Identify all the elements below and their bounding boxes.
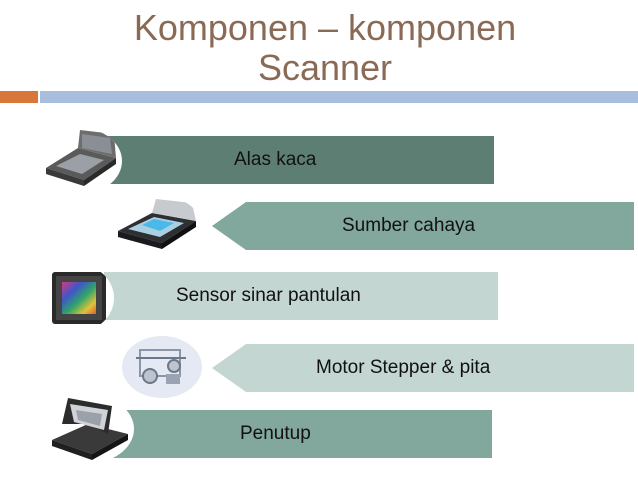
- scanner-light-icon: [112, 195, 202, 259]
- slide-title-line1: Komponen – komponen: [133, 7, 517, 48]
- slide-title-line2: Scanner: [257, 47, 393, 88]
- title-rule: [40, 91, 638, 103]
- component-bar-sumber-cahaya: Sumber cahaya: [212, 202, 634, 250]
- component-bar-motor: Motor Stepper & pita: [212, 344, 634, 392]
- component-label: Alas kaca: [234, 149, 317, 170]
- component-label: Sensor sinar pantulan: [176, 285, 361, 306]
- scanner-lid-icon: [38, 394, 134, 464]
- component-label: Penutup: [240, 423, 311, 444]
- component-bar-sensor: Sensor sinar pantulan: [104, 272, 498, 320]
- flatbed-scanner-icon: [38, 128, 122, 194]
- stepper-motor-icon: [122, 336, 202, 398]
- component-label: Sumber cahaya: [342, 215, 476, 236]
- image-sensor-icon: [40, 264, 114, 332]
- title-rule-accent: [0, 91, 38, 103]
- component-label: Motor Stepper & pita: [316, 357, 491, 378]
- component-bar-penutup: Penutup: [104, 410, 492, 458]
- component-bar-alas-kaca: Alas kaca: [104, 136, 494, 184]
- slide-title: Komponen – komponen Scanner: [60, 8, 590, 88]
